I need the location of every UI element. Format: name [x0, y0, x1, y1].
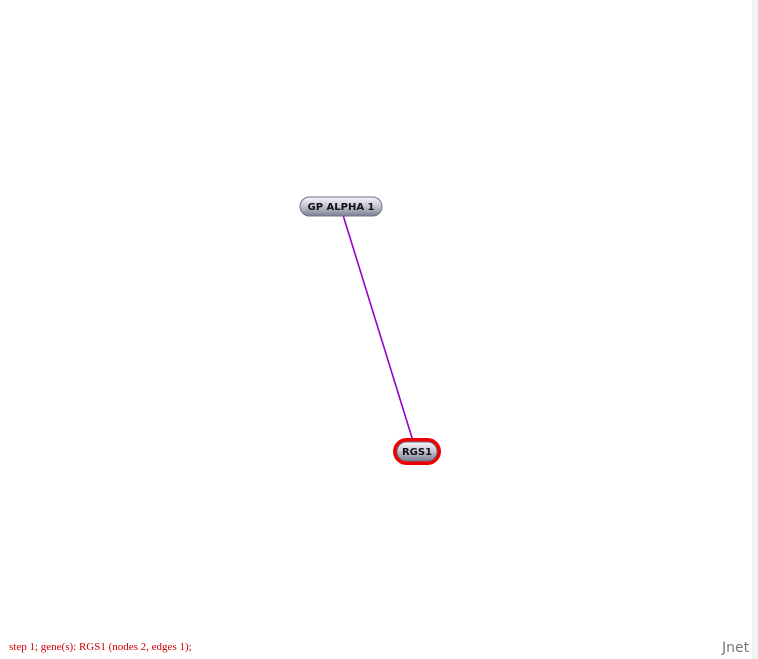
brand-label: Jnet — [722, 640, 750, 656]
node-label: GP ALPHA 1 — [307, 202, 374, 213]
node-body — [299, 196, 383, 217]
network-graph[interactable]: GP ALPHA 1 RGS1 — [0, 0, 752, 630]
node-label: RGS1 — [402, 447, 432, 458]
canvas-edge-strip — [752, 0, 758, 659]
node-gp-alpha-1[interactable]: GP ALPHA 1 — [299, 196, 383, 217]
node-rgs1[interactable]: RGS1 — [393, 438, 441, 465]
status-bar-text: step 1; gene(s): RGS1 (nodes 2, edges 1)… — [9, 641, 192, 653]
node-body — [396, 441, 438, 462]
edge-gp-alpha-1-rgs1[interactable] — [342, 214, 414, 442]
